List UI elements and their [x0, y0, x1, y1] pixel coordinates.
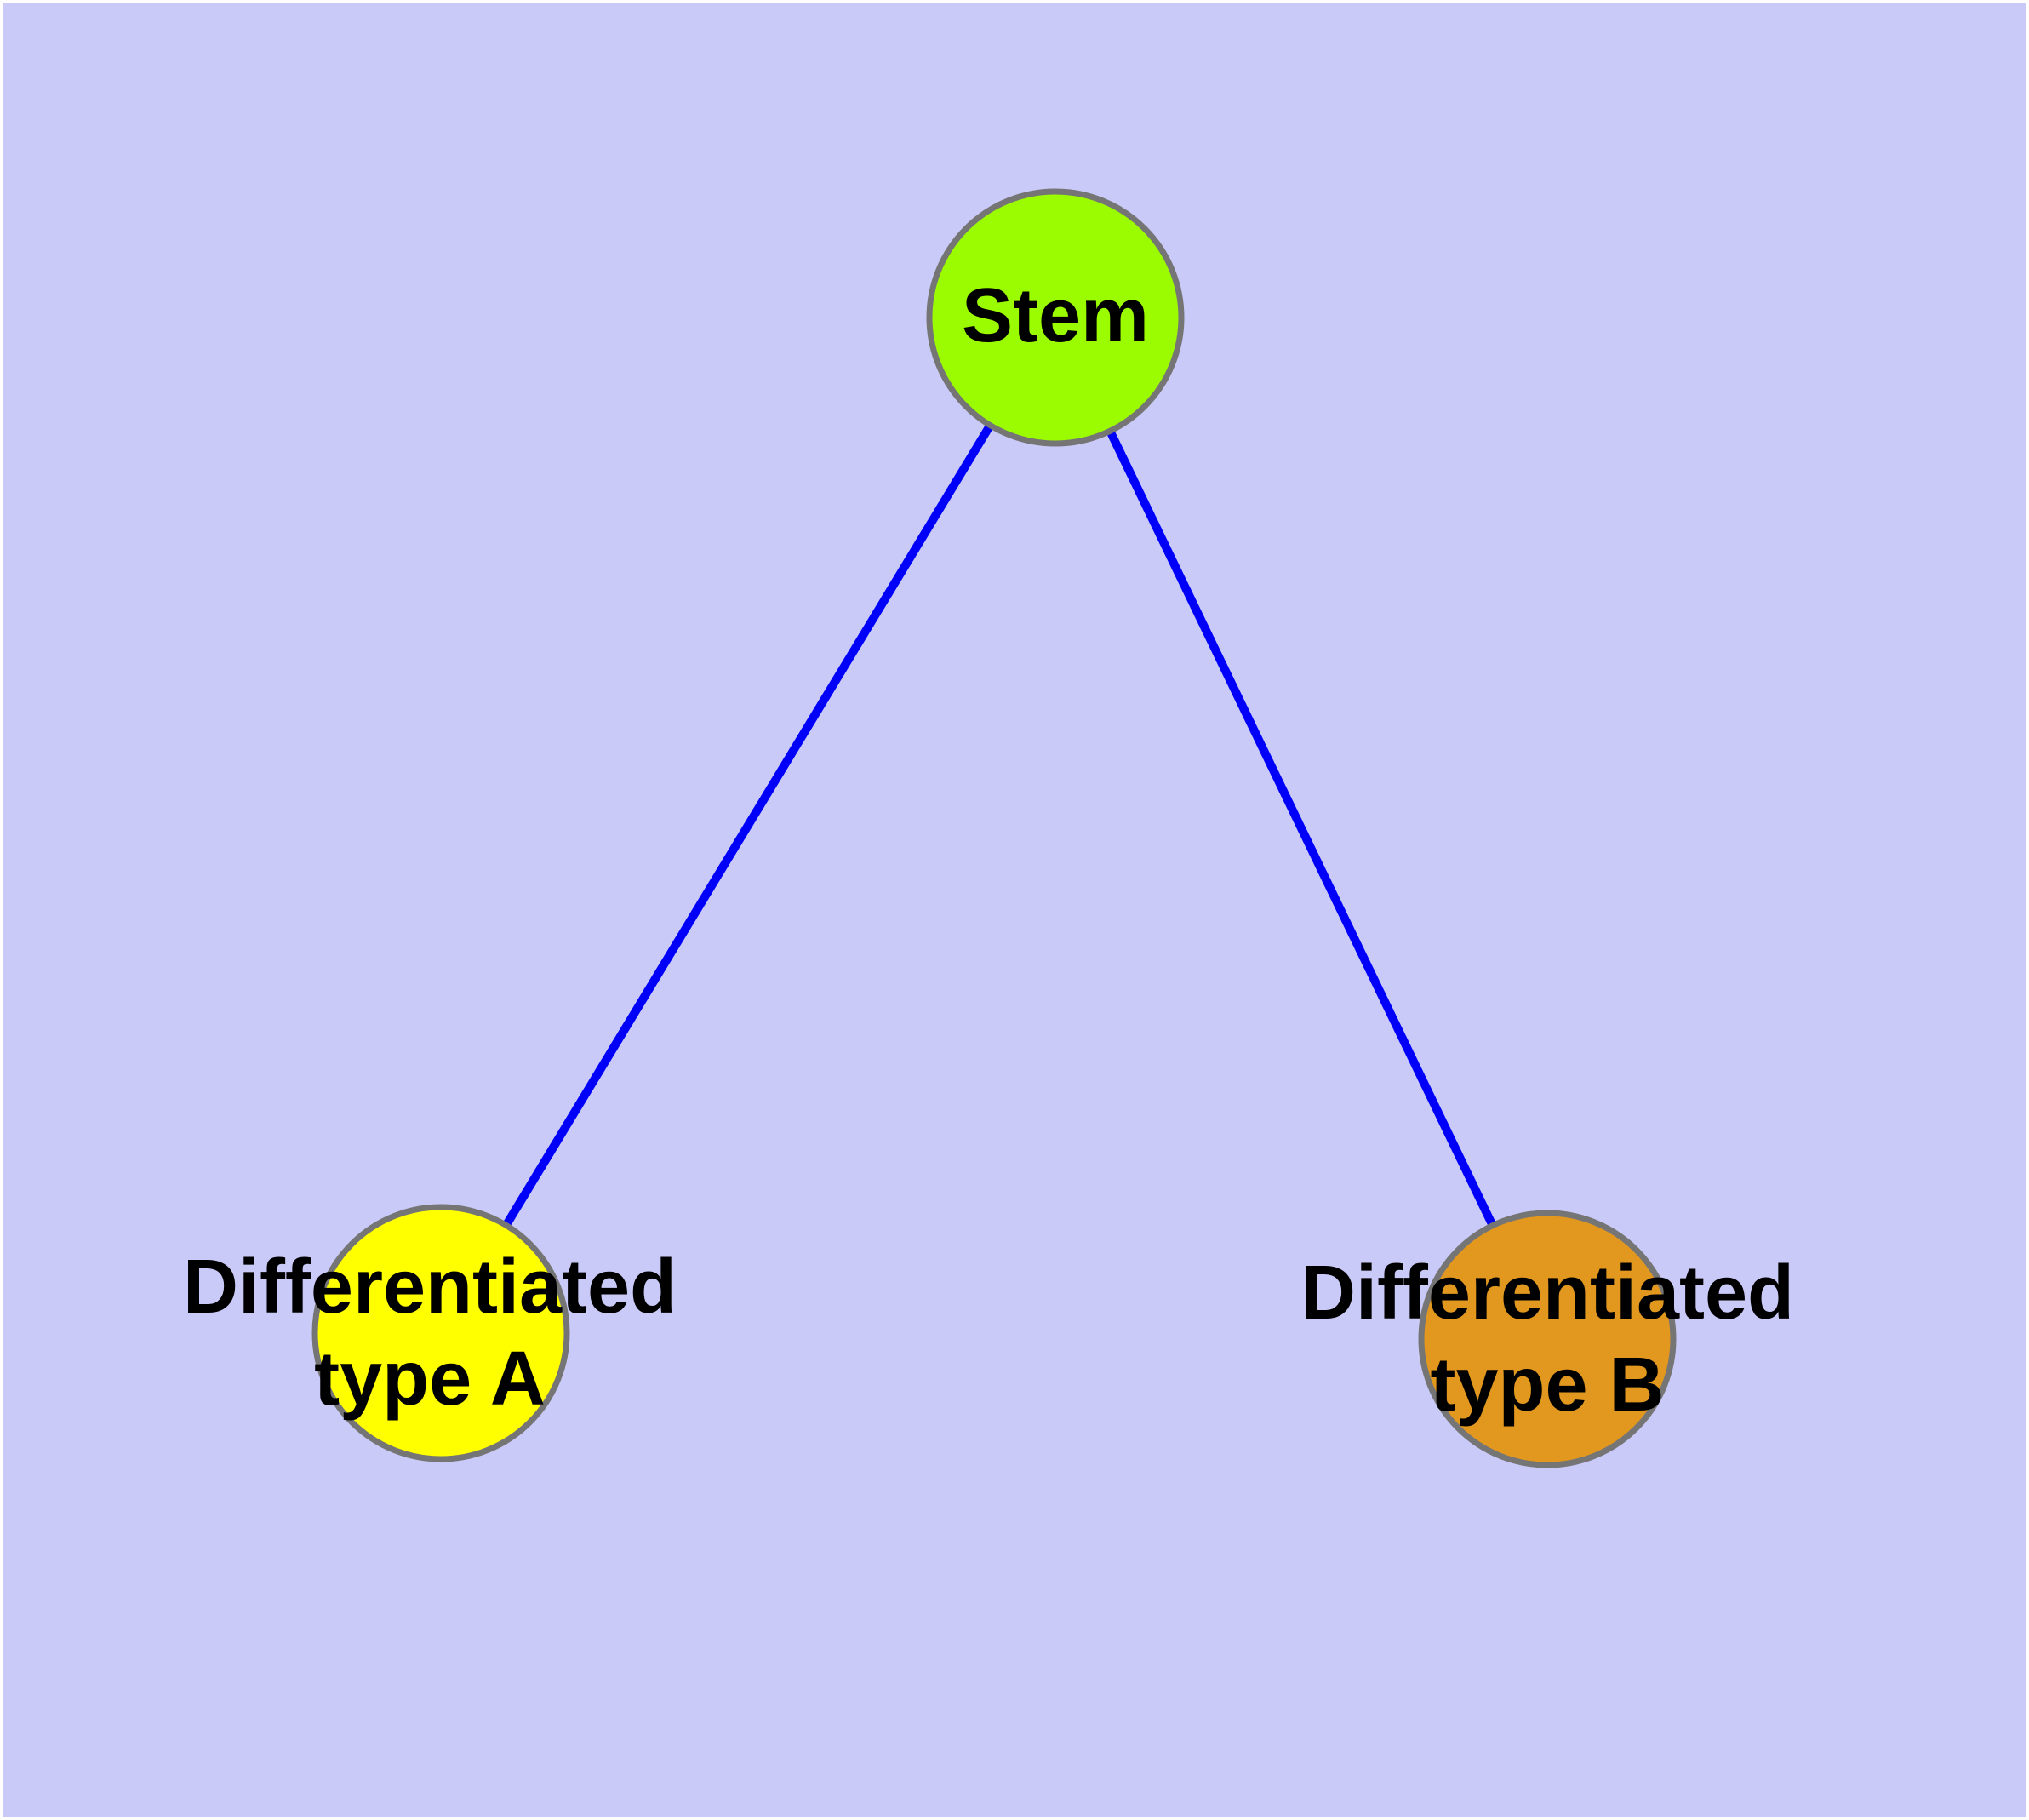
node-differentiated-type-a[interactable] [311, 1204, 570, 1462]
node-differentiated-type-b[interactable] [1418, 1210, 1677, 1468]
node-stem[interactable] [926, 188, 1185, 447]
edge-stem-to-type-b [1051, 315, 1552, 1342]
edge-stem-to-type-a [437, 315, 1060, 1336]
